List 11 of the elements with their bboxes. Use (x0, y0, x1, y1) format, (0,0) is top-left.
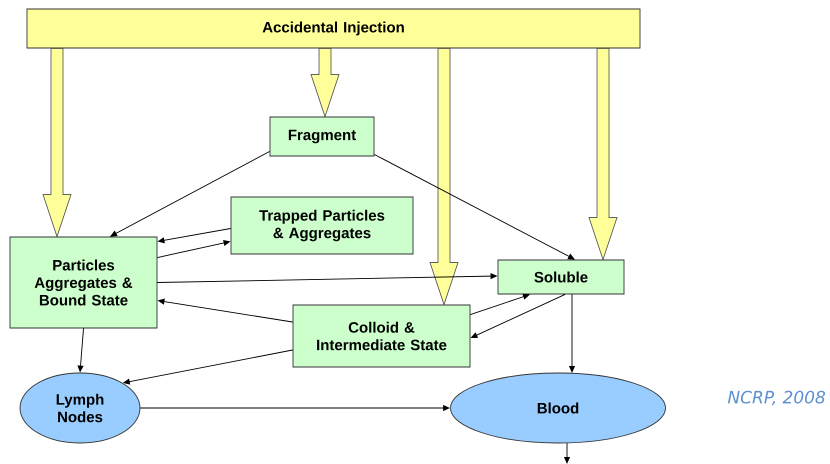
block-arrow (429, 48, 459, 306)
process-box: Accidental Injection (26, 8, 640, 48)
block-arrow (42, 48, 72, 238)
citation: NCRP, 2008 (728, 390, 826, 406)
process-box: Particles Aggregates & Bound State (10, 236, 158, 328)
process-box: Soluble (498, 260, 624, 294)
process-box: Fragment (270, 116, 374, 156)
block-arrow (310, 48, 340, 118)
process-box: Trapped Particles & Aggregates (230, 196, 414, 254)
process-box: Colloid & Intermediate State (292, 304, 470, 368)
block-arrow (588, 48, 618, 261)
